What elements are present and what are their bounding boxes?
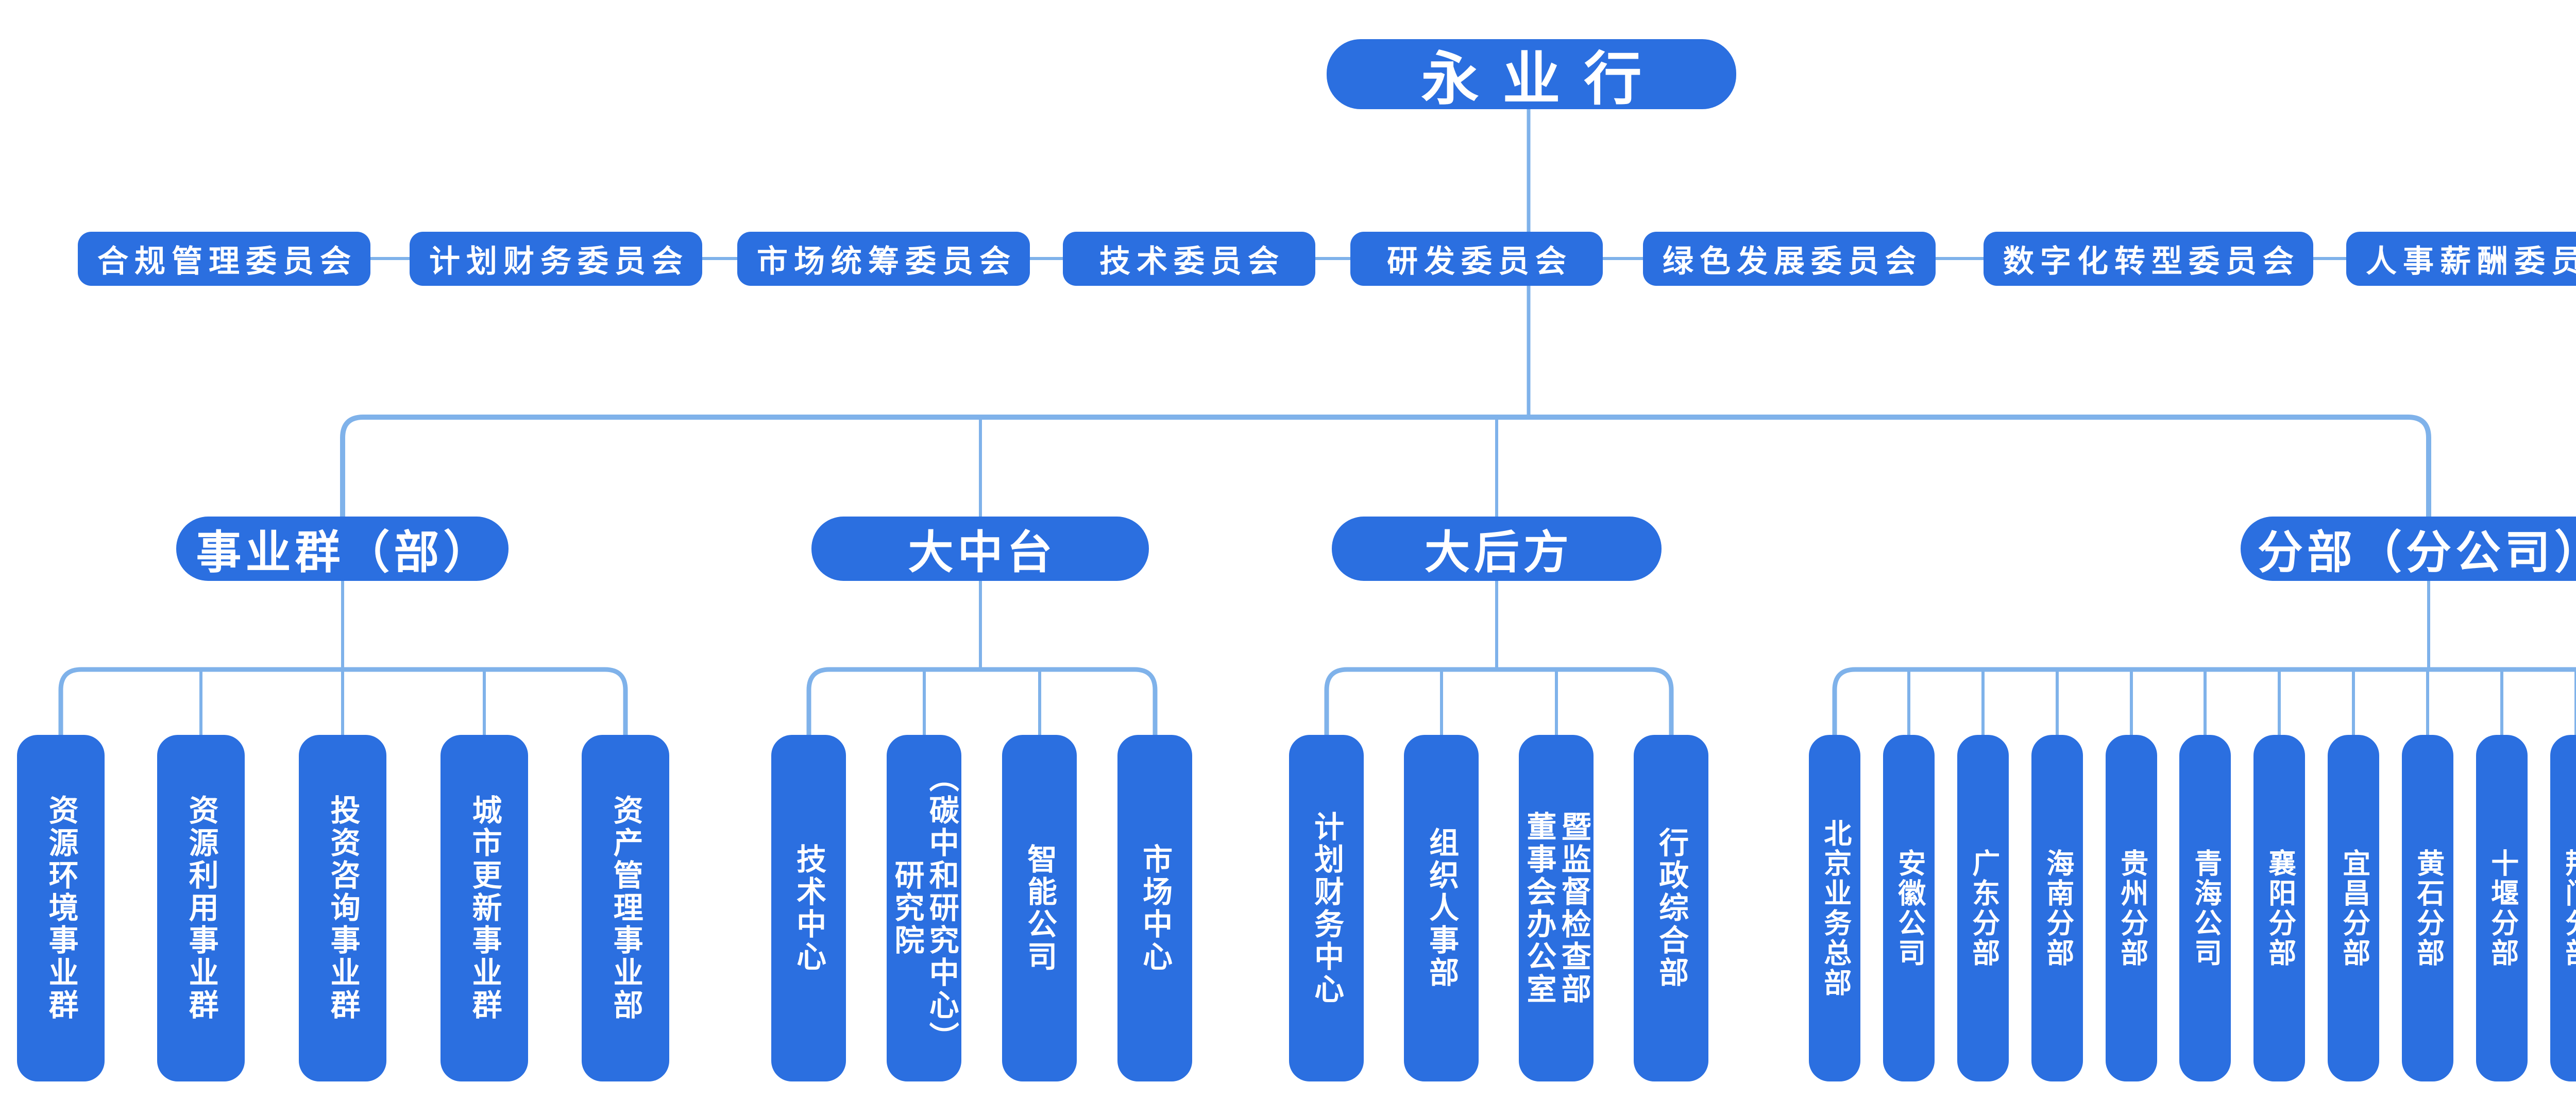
leaf-label: 广东分部 xyxy=(1968,848,1999,968)
org-leaf-node: 技术中心 xyxy=(771,735,846,1081)
committee-node: 市场统筹委员会 xyxy=(737,232,1030,286)
org-leaf-node: 宜昌分部 xyxy=(2328,735,2379,1081)
branch-distributor xyxy=(340,415,2431,517)
leaf-label: 研究院 （碳中和研究中心） xyxy=(890,762,958,1054)
org-leaf-node: 黄石分部 xyxy=(2402,735,2453,1081)
leaf-label: 行政综合部 xyxy=(1654,827,1688,989)
org-leaf-node: 北京业务总部 xyxy=(1809,735,1860,1081)
org-leaf-node: 智能公司 xyxy=(1002,735,1077,1081)
committee-node: 研发委员会 xyxy=(1350,232,1603,286)
org-leaf-node: 荆门分部 xyxy=(2550,735,2576,1081)
group-distributor xyxy=(806,667,1158,735)
org-leaf-node: 城市更新事业群 xyxy=(440,735,528,1081)
leaf-label: 计划财务中心 xyxy=(1310,811,1344,1006)
leaf-label: 北京业务总部 xyxy=(1819,818,1851,998)
leaf-label: 资源环境事业群 xyxy=(44,795,78,1022)
branch-header: 分部（分公司） xyxy=(2241,517,2576,581)
org-leaf-node: 青海公司 xyxy=(2179,735,2231,1081)
org-leaf-node: 行政综合部 xyxy=(1634,735,1708,1081)
committee-node: 合规管理委员会 xyxy=(78,232,370,286)
leaf-label: 城市更新事业群 xyxy=(467,795,501,1022)
org-leaf-node: 组织人事部 xyxy=(1404,735,1479,1081)
leaf-label: 贵州分部 xyxy=(2116,848,2147,968)
org-node-root: 永业行 xyxy=(1327,39,1736,111)
org-leaf-node: 资源环境事业群 xyxy=(17,735,105,1081)
org-leaf-node: 资产管理事业部 xyxy=(582,735,669,1081)
committee-node: 技术委员会 xyxy=(1063,232,1315,286)
committee-node: 绿色发展委员会 xyxy=(1643,232,1936,286)
org-leaf-node: 研究院 （碳中和研究中心） xyxy=(887,735,961,1081)
leaf-label: 黄石分部 xyxy=(2412,848,2444,968)
org-leaf-node: 计划财务中心 xyxy=(1289,735,1364,1081)
committee-node: 计划财务委员会 xyxy=(410,232,702,286)
leaf-label: 青海公司 xyxy=(2190,848,2221,968)
leaf-label: 资产管理事业部 xyxy=(608,795,642,1022)
committee-node: 数字化转型委员会 xyxy=(1984,232,2313,286)
org-leaf-node: 贵州分部 xyxy=(2106,735,2157,1081)
committee-node: 人事薪酬委员会 xyxy=(2346,232,2576,286)
branch-header: 事业群（部） xyxy=(176,517,509,581)
leaf-label: 十堰分部 xyxy=(2486,848,2518,968)
group-distributor xyxy=(1324,667,1674,735)
leaf-label: 海南分部 xyxy=(2042,848,2073,968)
org-leaf-node: 资源利用事业群 xyxy=(157,735,245,1081)
leaf-label: 宜昌分部 xyxy=(2338,848,2369,968)
leaf-label: 安徽公司 xyxy=(1893,848,1925,968)
leaf-label: 资源利用事业群 xyxy=(184,795,218,1022)
leaf-label: 市场中心 xyxy=(1138,843,1172,973)
org-leaf-node: 襄阳分部 xyxy=(2253,735,2305,1081)
leaf-label: 投资咨询事业群 xyxy=(326,795,360,1022)
org-leaf-node: 广东分部 xyxy=(1957,735,2009,1081)
leaf-label: 襄阳分部 xyxy=(2264,848,2295,968)
branch-header: 大中台 xyxy=(811,517,1149,581)
org-leaf-node: 海南分部 xyxy=(2031,735,2083,1081)
org-leaf-node: 董事会办公室 暨监督检查部 xyxy=(1519,735,1594,1081)
branch-header: 大后方 xyxy=(1332,517,1662,581)
org-leaf-node: 市场中心 xyxy=(1117,735,1192,1081)
leaf-label: 智能公司 xyxy=(1023,843,1057,973)
leaf-label: 技术中心 xyxy=(792,843,826,973)
org-leaf-node: 安徽公司 xyxy=(1883,735,1935,1081)
leaf-label: 荆门分部 xyxy=(2561,848,2576,968)
org-leaf-node: 投资咨询事业群 xyxy=(299,735,386,1081)
leaf-label: 董事会办公室 暨监督检查部 xyxy=(1522,811,1590,1006)
leaf-label: 组织人事部 xyxy=(1425,827,1459,989)
org-leaf-node: 十堰分部 xyxy=(2476,735,2528,1081)
